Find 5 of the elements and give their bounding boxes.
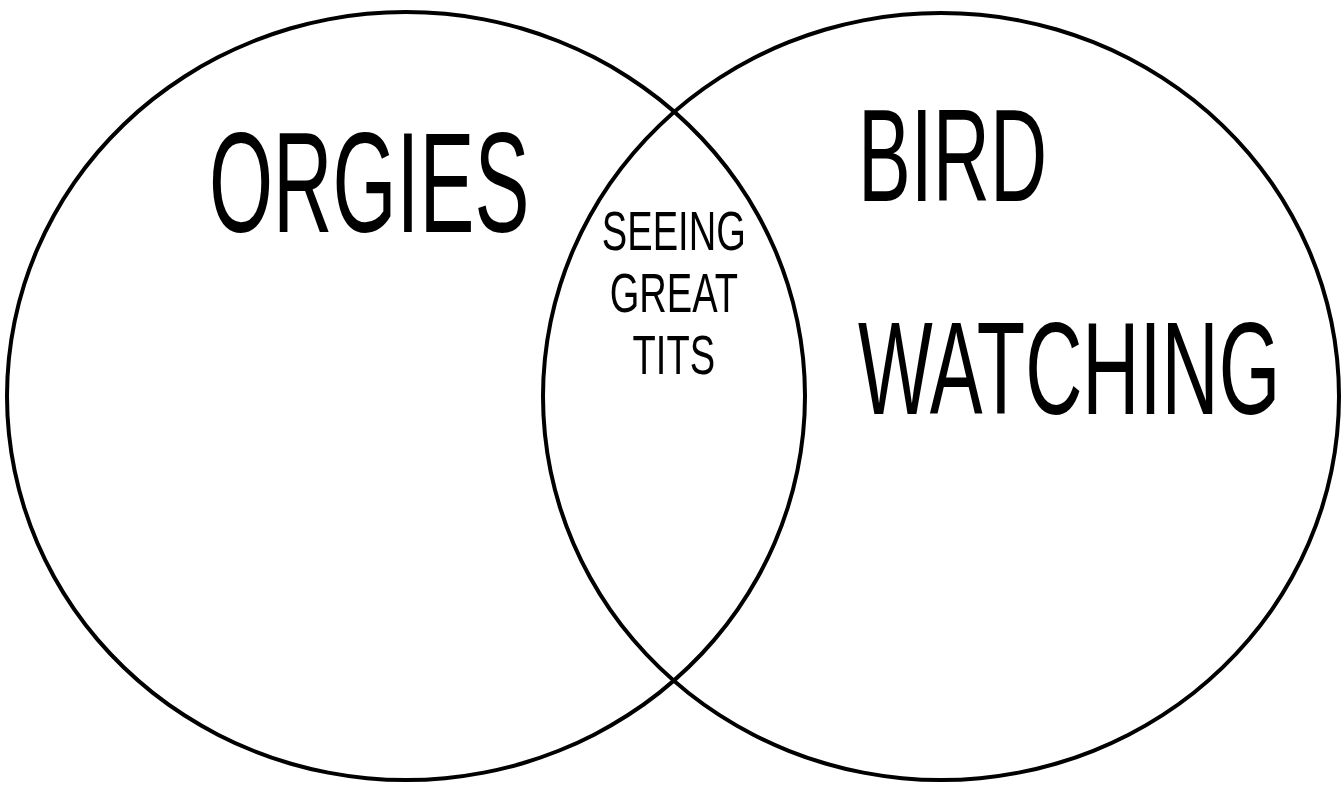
overlap-label: SEEING GREAT TITS xyxy=(602,200,746,386)
set-title: BIRD WATCHING xyxy=(858,81,1281,444)
set-circle xyxy=(541,11,1341,782)
set-circle xyxy=(5,10,807,782)
set-title: ORGIES xyxy=(209,108,530,258)
